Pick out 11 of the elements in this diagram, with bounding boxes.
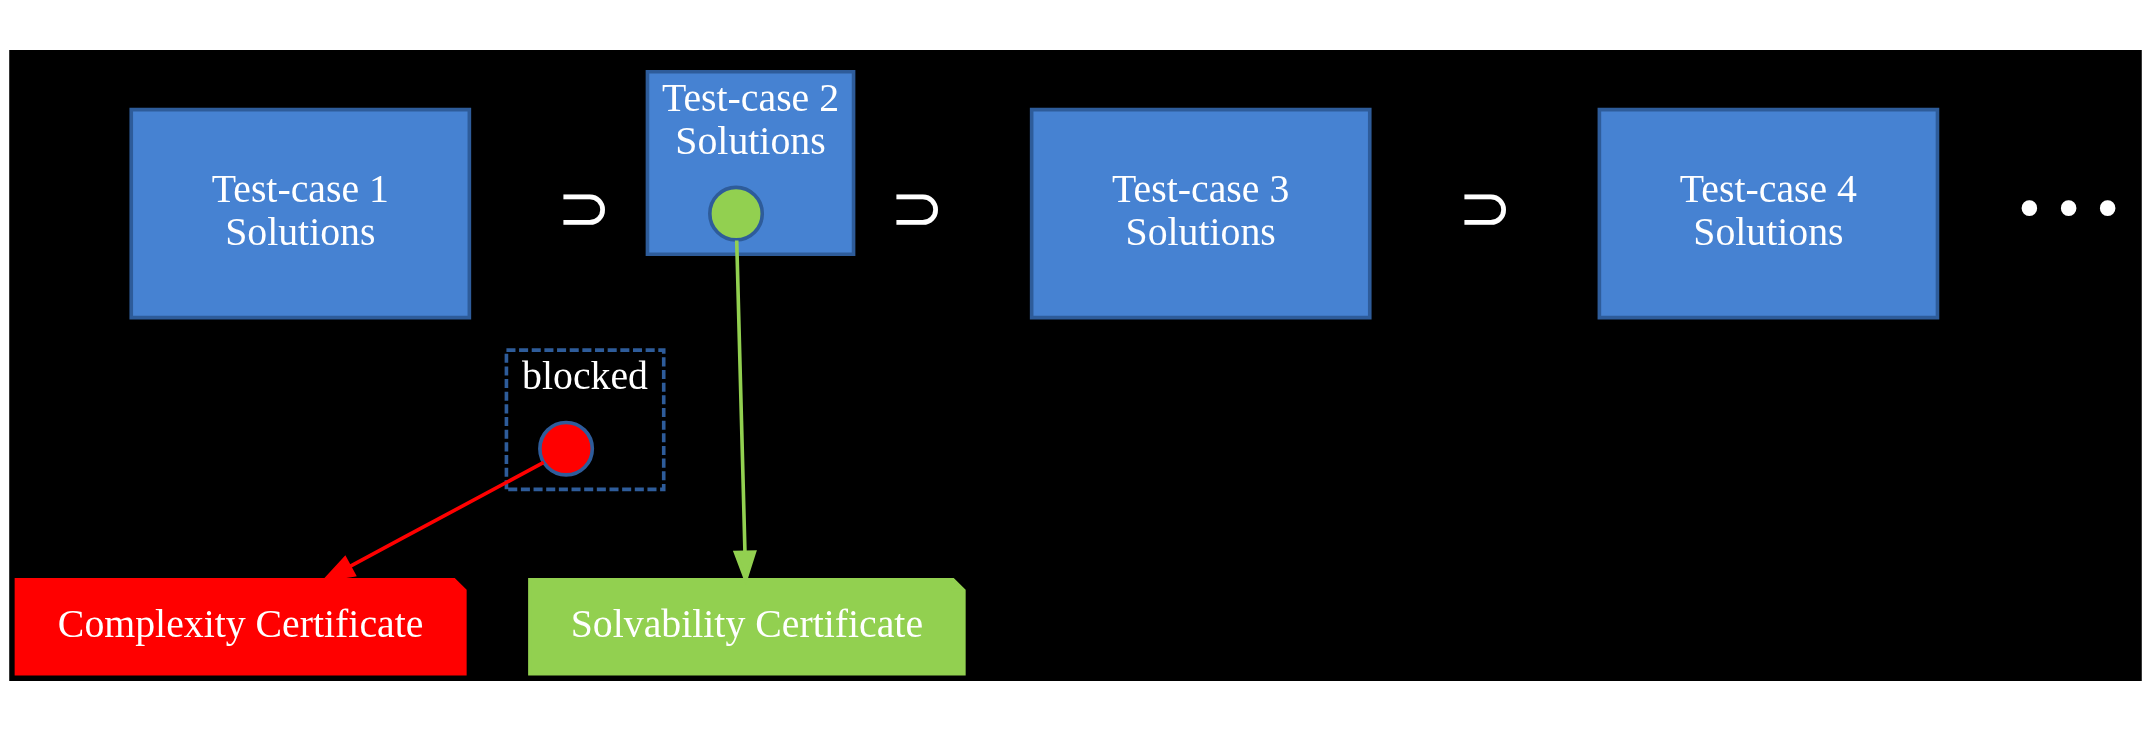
label: • • • [2018, 171, 2119, 244]
node-circle [708, 185, 765, 242]
node-circle [538, 420, 595, 477]
label: ⊃ [1457, 171, 1512, 244]
label: ⊃ [557, 171, 612, 244]
node-box: Test-case 4 Solutions [1597, 107, 1940, 320]
cluster: Test-case 2 Solutions [645, 69, 856, 257]
node-box: Test-case 3 Solutions [1029, 107, 1372, 320]
node-box: Test-case 1 Solutions [129, 107, 472, 320]
label: ⊃ [889, 171, 944, 244]
cluster: blocked [504, 348, 666, 492]
